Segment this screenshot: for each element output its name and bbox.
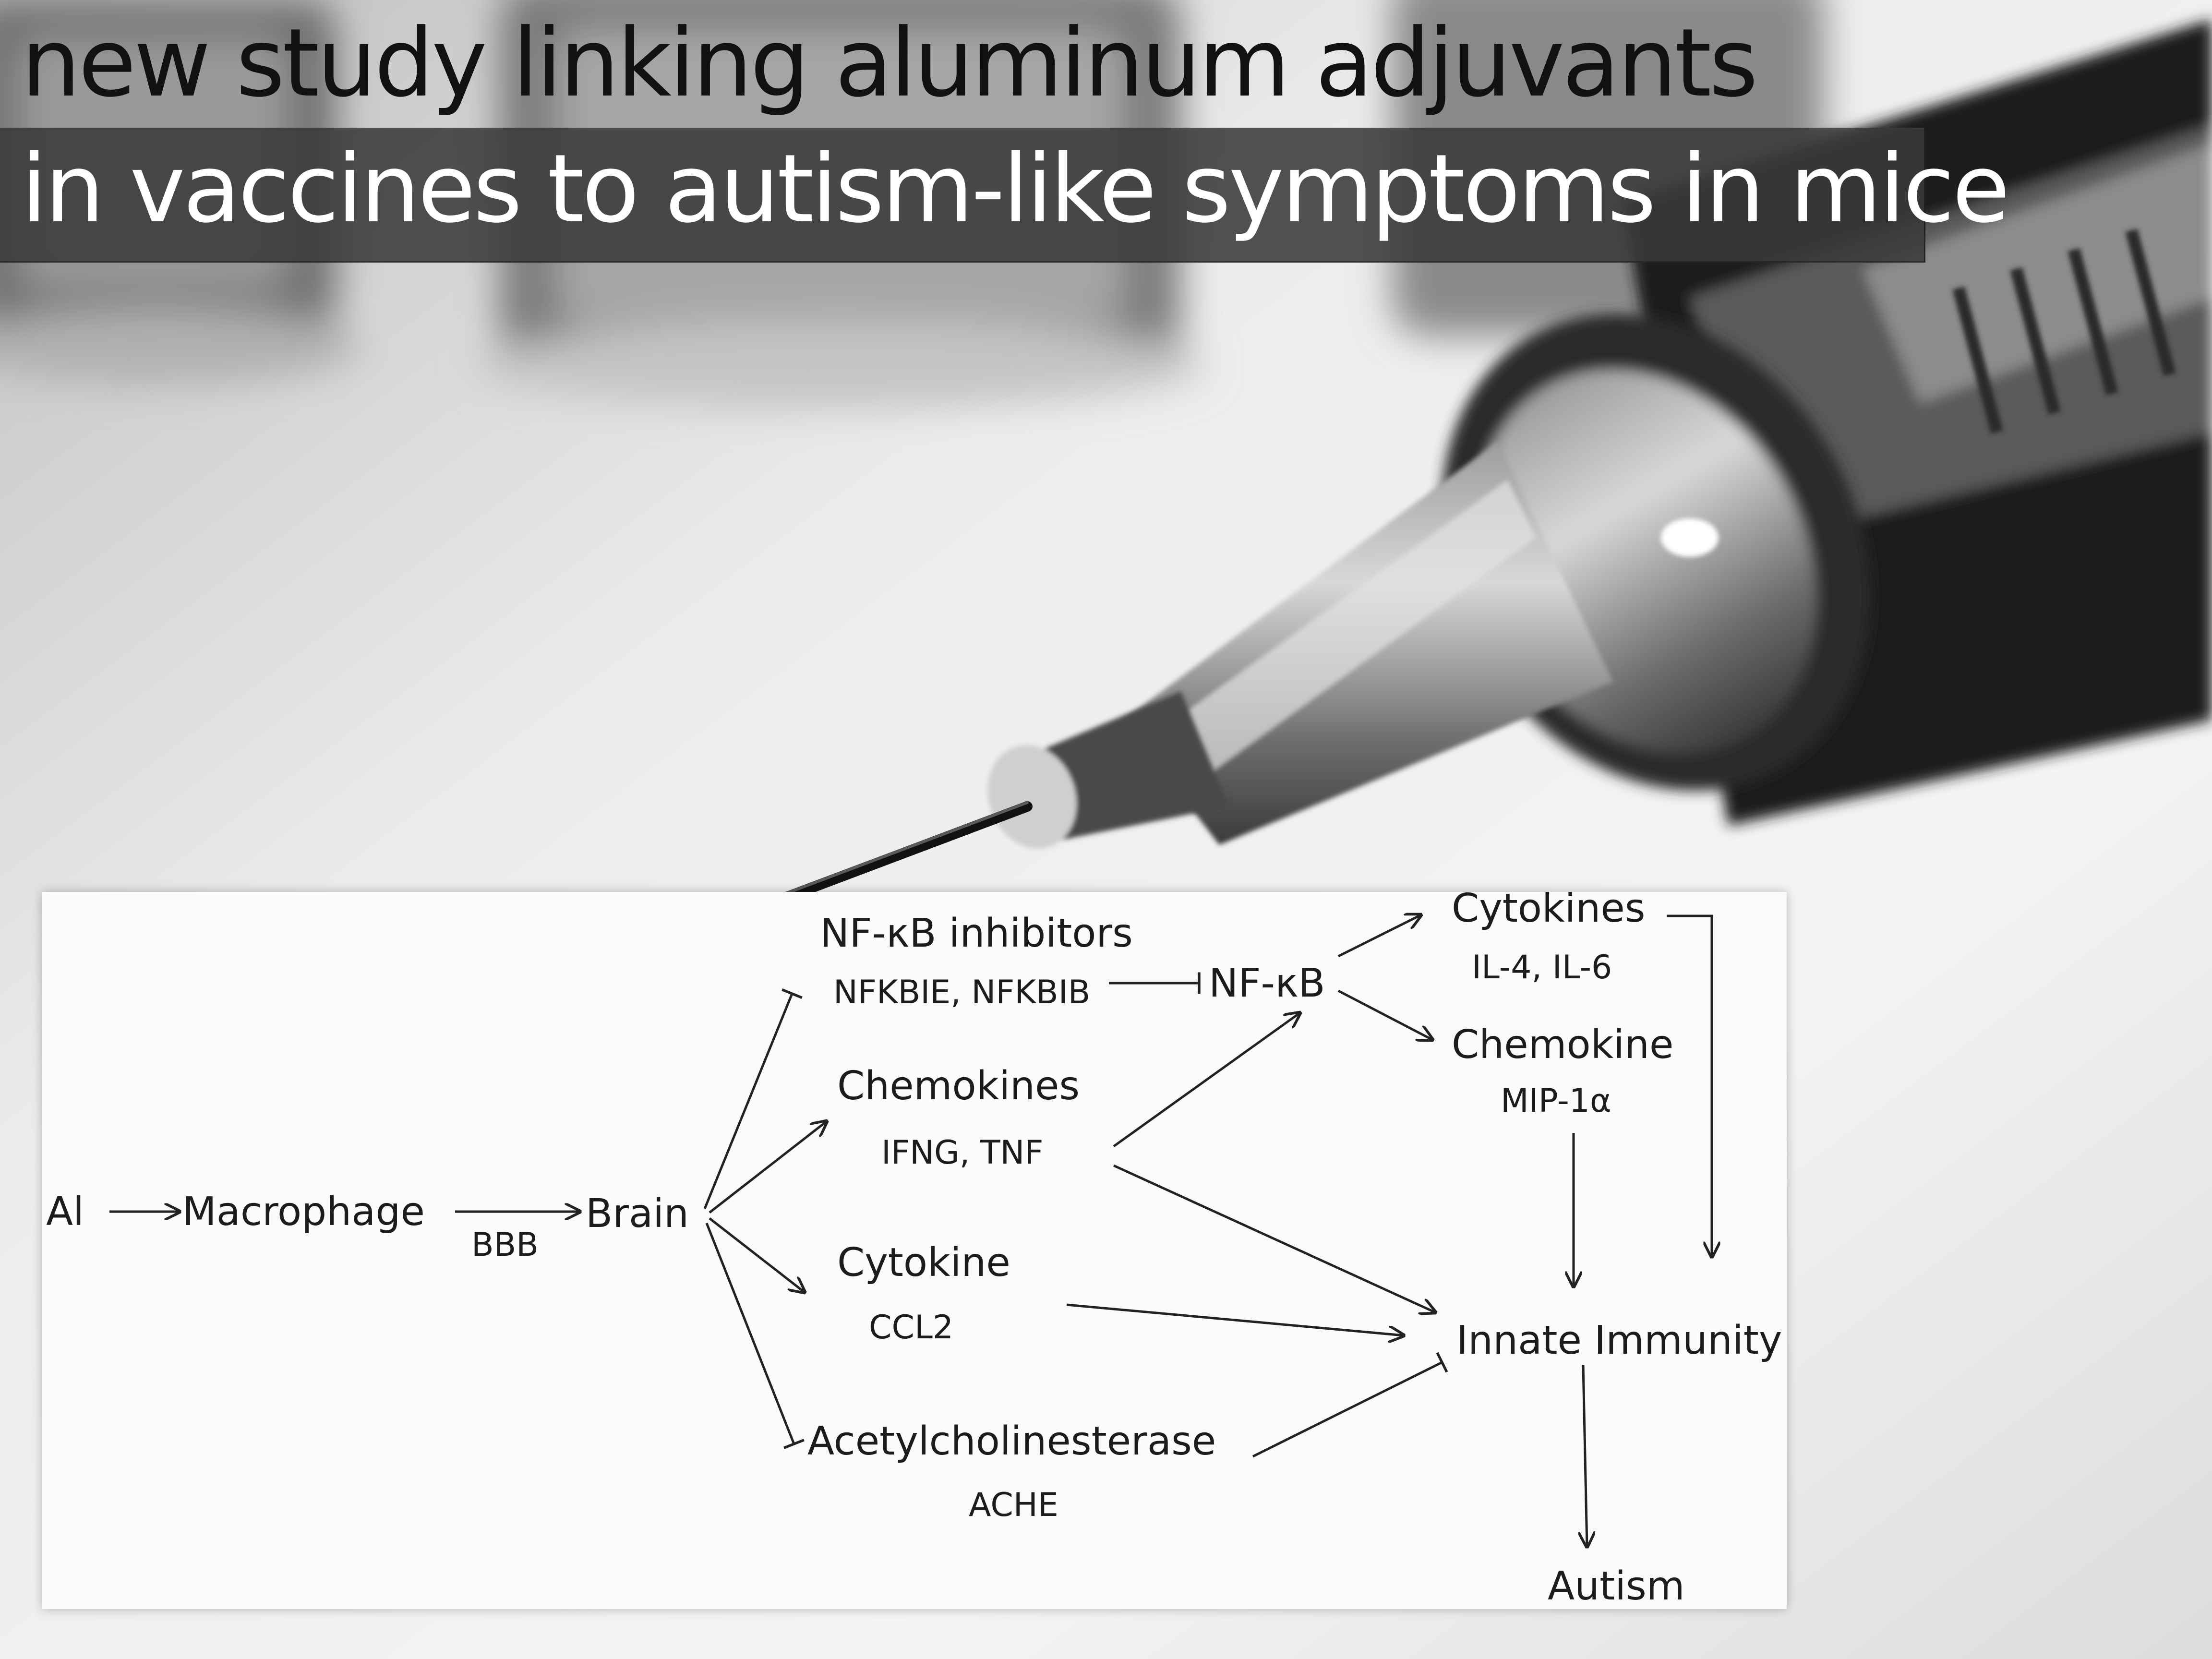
node-al: Al (46, 1189, 84, 1235)
edge-chemokines-nfkb (1113, 1013, 1300, 1148)
headline-line-1: new study linking aluminum adjuvants (21, 9, 1758, 118)
edge-brain-chemokines (709, 1121, 827, 1214)
node-bbb: BBB (471, 1226, 539, 1264)
headline-band (0, 128, 1925, 263)
node-chemokine-gene: MIP-1α (1501, 1082, 1611, 1120)
node-nfkb-inhibitors: NF-κB inhibitors (820, 911, 1133, 956)
pathway-nodes: Al Macrophage BBB Brain NF-κB inhibitors… (46, 892, 1782, 1609)
node-brain: Brain (586, 1191, 689, 1237)
node-macrophage: Macrophage (182, 1189, 425, 1235)
edge-cytokines-innate-immunity (1667, 914, 1712, 1257)
headline-line-2: in vaccines to autism-like symptoms in m… (21, 134, 2010, 244)
node-chemokine: Chemokine (1452, 1022, 1673, 1068)
node-cytokine: Cytokine (837, 1240, 1010, 1286)
edge-brain-cytokine (709, 1217, 805, 1292)
node-nfkb-inhibitors-genes: NFKBIE, NFKBIB (833, 974, 1090, 1011)
node-cytokines-genes: IL-4, IL-6 (1472, 949, 1612, 986)
edge-nfkb-cytokines (1337, 915, 1421, 958)
node-nfkb: NF-κB (1209, 961, 1325, 1006)
pathway-edges (109, 915, 1712, 1547)
edge-nfkb-chemokine (1337, 989, 1432, 1040)
node-acetylcholinesterase: Acetylcholinesterase (807, 1419, 1216, 1464)
edge-cytokine-innate-immunity (1066, 1303, 1404, 1335)
node-acetylcholinesterase-gene: ACHE (969, 1486, 1058, 1524)
node-chemokines-genes: IFNG, TNF (881, 1134, 1043, 1172)
pathway-diagram: Al Macrophage BBB Brain NF-κB inhibitors… (46, 892, 1782, 1609)
pathway-diagram-panel: Al Macrophage BBB Brain NF-κB inhibitors… (42, 892, 1787, 1609)
node-chemokines: Chemokines (837, 1063, 1080, 1109)
node-cytokines: Cytokines (1452, 892, 1646, 931)
node-innate-immunity: Innate Immunity (1456, 1318, 1782, 1363)
edge-innate-immunity-autism (1583, 1365, 1587, 1547)
edge-brain-ache (705, 1223, 805, 1449)
node-cytokine-genes: CCL2 (869, 1309, 953, 1346)
edge-ache-innate-immunity (1252, 1352, 1448, 1458)
node-autism: Autism (1548, 1563, 1685, 1609)
edge-chemokines-innate-immunity (1113, 1164, 1435, 1312)
edge-brain-nfkb-inhibitors (703, 988, 803, 1209)
